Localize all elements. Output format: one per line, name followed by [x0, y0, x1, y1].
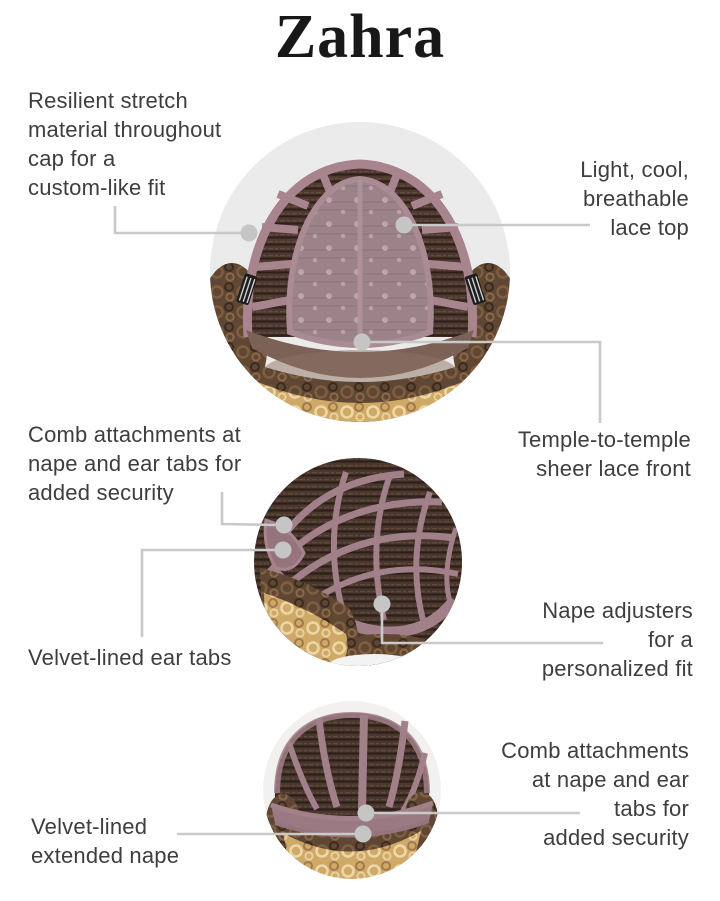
callout-velvet-extended-nape: Velvet-lined extended nape [31, 814, 180, 868]
callout-nape-adjusters: Nape adjusters for a personalized fit [541, 598, 693, 681]
wig-cap-back-graphic [263, 701, 441, 879]
product-title: Zahra [274, 3, 446, 71]
curly-hair-blonde [283, 831, 421, 879]
cap-rim-strap [242, 159, 478, 338]
callout-velvet-ear-tabs: Velvet-lined ear tabs [28, 645, 232, 670]
callout-comb-attachments-bottom: Comb attachments at nape and ear tabs fo… [501, 738, 689, 850]
wig-cap-back-photo [263, 701, 441, 879]
wig-cap-side-graphic [254, 458, 462, 666]
cap-rim-strap [274, 711, 430, 794]
callout-temple-lace-front: Temple-to-temple sheer lace front [517, 427, 691, 481]
cap-side-ribs [251, 170, 469, 311]
comb-attachment [236, 273, 486, 305]
wig-cap-inside-graphic [210, 122, 510, 422]
callout-resilient-stretch: Resilient stretch material throughout ca… [28, 88, 222, 200]
callout-comb-attachments-mid: Comb attachments at nape and ear tabs fo… [28, 422, 242, 505]
cap-straps [286, 714, 428, 813]
callout-lace-top: Light, cool, breathable lace top [580, 157, 689, 240]
wig-cap-inside-photo [210, 122, 510, 422]
wig-cap-side-photo [254, 458, 462, 666]
